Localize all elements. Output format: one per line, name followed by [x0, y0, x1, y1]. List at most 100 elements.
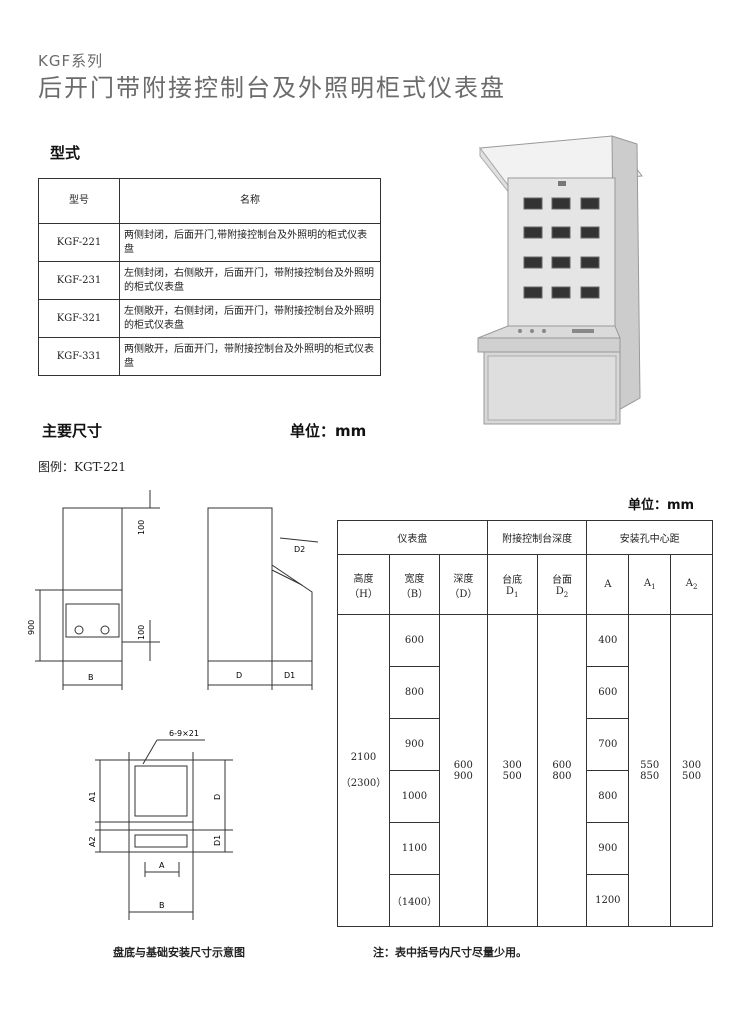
base-view-drawing: 6-9×21 A1 A2 D D1 A B — [88, 729, 233, 920]
depth-value: 600 — [453, 759, 473, 771]
width-cell: 800 — [388, 666, 440, 719]
width-cell: （1400） — [388, 874, 440, 927]
a-cell: 400 — [586, 614, 630, 667]
type-heading: 型式 — [50, 144, 81, 162]
dim-height-label: 900 — [27, 620, 36, 635]
header-base-sub: 1 — [513, 590, 519, 599]
width-cell: 1100 — [388, 822, 440, 875]
page-title: 后开门带附接控制台及外照明柜式仪表盘 — [38, 74, 506, 102]
table-unit: 单位：mm — [628, 498, 695, 513]
name-cell: 左侧封闭，右侧敞开，后面开门，带附接控制台及外照明的柜式仪表盘 — [119, 261, 381, 300]
header-height-label: 高度 — [353, 573, 374, 585]
dim-base-d-label: D — [213, 794, 222, 800]
header-depth-symbol: （D） — [449, 588, 478, 600]
header-top-sub: 2 — [563, 590, 569, 599]
dim-base-b-label: B — [159, 901, 165, 910]
header-height: 高度 （H） — [337, 554, 390, 615]
table-row: KGF-321 左侧敞开，右侧封闭，后面开门，带附接控制台及外照明的柜式仪表盘 — [38, 299, 381, 338]
top-value: 600 — [552, 759, 572, 771]
dim-mid-label: 100 — [137, 625, 146, 640]
a-cell: 600 — [586, 666, 630, 719]
top-value-alt: 800 — [552, 770, 572, 782]
a-cell: 900 — [586, 822, 630, 875]
footnote: 注：表中括号内尺寸尽量少用。 — [373, 946, 527, 959]
col-name-header: 名称 — [119, 178, 381, 224]
name-cell: 两侧封闭，后面开门,带附接控制台及外照明的柜式仪表盘 — [119, 223, 381, 262]
type-table: 型号 名称 KGF-221 两侧封闭，后面开门,带附接控制台及外照明的柜式仪表盘… — [38, 178, 381, 376]
header-a2-sub: 2 — [692, 583, 698, 591]
model-cell: KGF-231 — [38, 261, 120, 300]
front-view-drawing: 100 100 900 B — [27, 490, 160, 690]
group-hole-spacing: 安装孔中心距 — [586, 520, 713, 555]
depth-value-alt: 900 — [453, 770, 473, 782]
height-value-alt: （2300） — [340, 778, 387, 789]
header-top-label: 台面 — [551, 574, 572, 586]
holes-label: 6-9×21 — [169, 729, 199, 738]
base-value-alt: 500 — [502, 770, 522, 782]
group-panel: 仪表盘 — [337, 520, 488, 555]
a-cell: 800 — [586, 770, 630, 823]
model-cell: KGF-221 — [38, 223, 120, 262]
dim-d1-label: D1 — [284, 671, 295, 680]
table-row: KGF-221 两侧封闭，后面开门,带附接控制台及外照明的柜式仪表盘 — [38, 223, 381, 262]
table-row: KGF-231 左侧封闭，右侧敞开，后面开门，带附接控制台及外照明的柜式仪表盘 — [38, 261, 381, 300]
series-label: KGF系列 — [38, 52, 104, 70]
header-depth: 深度 （D） — [438, 554, 488, 615]
drawing-caption: 盘底与基础安装尺寸示意图 — [113, 946, 245, 959]
header-base-symbol: D — [505, 585, 514, 597]
a-cell: 700 — [586, 718, 630, 771]
a-cell: 1200 — [586, 874, 630, 927]
header-a2-label: A — [685, 578, 693, 589]
group-console-depth: 附接控制台深度 — [486, 520, 588, 555]
dim-d-label: D — [236, 671, 242, 680]
header-width-label: 宽度 — [404, 573, 425, 585]
example-label: 图例：KGT-221 — [38, 460, 126, 474]
dim-a1-label: A1 — [88, 791, 97, 802]
a2-value: 300 — [682, 759, 702, 771]
side-view-drawing: D2 D D1 — [207, 507, 319, 690]
dimensions-heading: 主要尺寸 — [42, 422, 103, 440]
dim-a2-label: A2 — [88, 836, 97, 847]
model-cell: KGF-331 — [38, 337, 120, 376]
model-cell: KGF-321 — [38, 299, 120, 338]
name-cell: 两侧敞开，后面开门，带附接控制台及外照明的柜式仪表盘 — [119, 337, 381, 376]
col-model-header: 型号 — [38, 178, 120, 224]
a1-value-alt: 850 — [640, 770, 660, 782]
width-cell: 900 — [388, 718, 440, 771]
height-cell: 2100 （2300） — [337, 614, 390, 927]
header-a1-sub: 1 — [651, 583, 656, 591]
width-cell: 600 — [388, 614, 440, 667]
dimensions-unit: 单位：mm — [290, 422, 367, 440]
height-value: 2100 — [350, 752, 377, 763]
cabinet-photo — [477, 135, 643, 425]
dim-width-label: B — [88, 673, 94, 682]
name-cell: 左侧敞开，右侧封闭，后面开门，带附接控制台及外照明的柜式仪表盘 — [119, 299, 381, 338]
dim-base-d1-label: D1 — [213, 835, 222, 846]
width-cell: 1000 — [388, 770, 440, 823]
header-a1-label: A — [643, 578, 652, 589]
a1-value: 550 — [640, 759, 660, 771]
header-a1: A1 — [628, 554, 672, 615]
header-width-symbol: （B） — [400, 588, 429, 600]
header-a2: A2 — [670, 554, 713, 615]
dim-base-a-label: A — [159, 861, 165, 870]
a2-value-alt: 500 — [682, 770, 702, 782]
header-width: 宽度 （B） — [388, 554, 440, 615]
dim-d2-label: D2 — [294, 545, 305, 554]
header-top-symbol: D — [555, 585, 564, 597]
header-height-symbol: （H） — [349, 588, 378, 600]
header-depth-label: 深度 — [453, 573, 474, 585]
base-value: 300 — [502, 759, 522, 771]
header-a: A — [586, 554, 630, 615]
header-base-label: 台底 — [502, 574, 523, 586]
dim-top-label: 100 — [137, 520, 146, 535]
table-row: KGF-331 两侧敞开，后面开门，带附接控制台及外照明的柜式仪表盘 — [38, 337, 381, 376]
